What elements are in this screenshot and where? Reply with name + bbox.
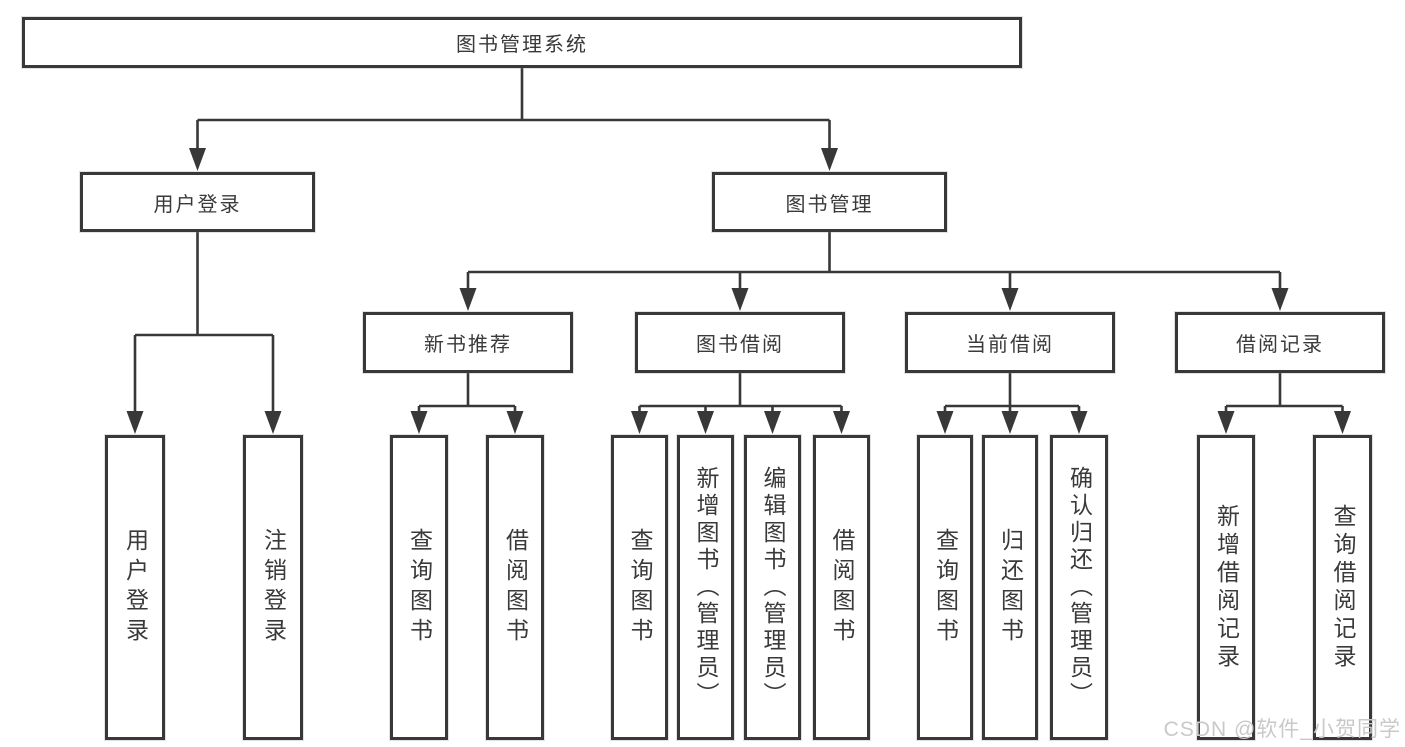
node-label: 新书推荐 [424,334,512,356]
csdn-watermark: CSDN @软件_小贺同学 [1163,718,1401,741]
node-book-management: 图书管理 [712,172,947,232]
node-label: 查询图书 [932,527,959,648]
node-leaf-edit-books-admin: 编辑图书（管理员） [744,435,801,740]
node-current-borrowing: 当前借阅 [905,312,1115,373]
node-label: 借阅图书 [829,527,855,648]
node-label: 归还图书 [997,527,1024,648]
node-label: 借阅记录 [1236,334,1324,356]
node-label: 注销登录 [260,527,287,648]
node-label: 查询图书 [406,527,433,648]
node-borrowing-records: 借阅记录 [1175,312,1385,373]
node-label: 新增借阅记录 [1213,503,1240,672]
node-label: 用户登录 [153,193,242,216]
node-label: 用户登录 [122,527,149,648]
node-label: 借阅图书 [502,527,529,648]
node-leaf-query-books-current: 查询图书 [917,435,973,740]
arrowheads [126,148,1351,434]
node-leaf-confirm-return-admin: 确认归还（管理员） [1050,435,1108,740]
node-label: 图书管理系统 [456,34,588,56]
node-label: 当前借阅 [966,334,1054,356]
node-label: 编辑图书（管理员） [760,466,786,709]
node-leaf-query-borrow-record: 查询借阅记录 [1313,435,1372,740]
node-library-management-system: 图书管理系统 [22,17,1022,68]
node-label: 图书借阅 [696,334,784,356]
node-leaf-borrow-books: 借阅图书 [813,435,870,740]
node-leaf-add-borrow-record: 新增借阅记录 [1197,435,1255,740]
node-leaf-query-books-recommend: 查询图书 [390,435,448,740]
node-new-book-recommendation: 新书推荐 [363,312,573,373]
node-label: 图书管理 [785,193,874,216]
node-leaf-add-books-admin: 新增图书（管理员） [677,435,734,740]
node-leaf-user-login: 用户登录 [105,435,165,740]
node-user-login: 用户登录 [80,172,315,232]
node-label: 查询借阅记录 [1330,503,1356,672]
node-label: 确认归还（管理员） [1066,466,1093,709]
node-book-borrowing: 图书借阅 [635,312,845,373]
node-leaf-logout: 注销登录 [243,435,303,740]
node-leaf-borrow-books-recommend: 借阅图书 [486,435,544,740]
node-leaf-return-books: 归还图书 [982,435,1038,740]
node-leaf-query-books-borrowing: 查询图书 [611,435,668,740]
node-label: 查询图书 [627,527,653,648]
node-label: 新增图书（管理员） [693,466,719,709]
